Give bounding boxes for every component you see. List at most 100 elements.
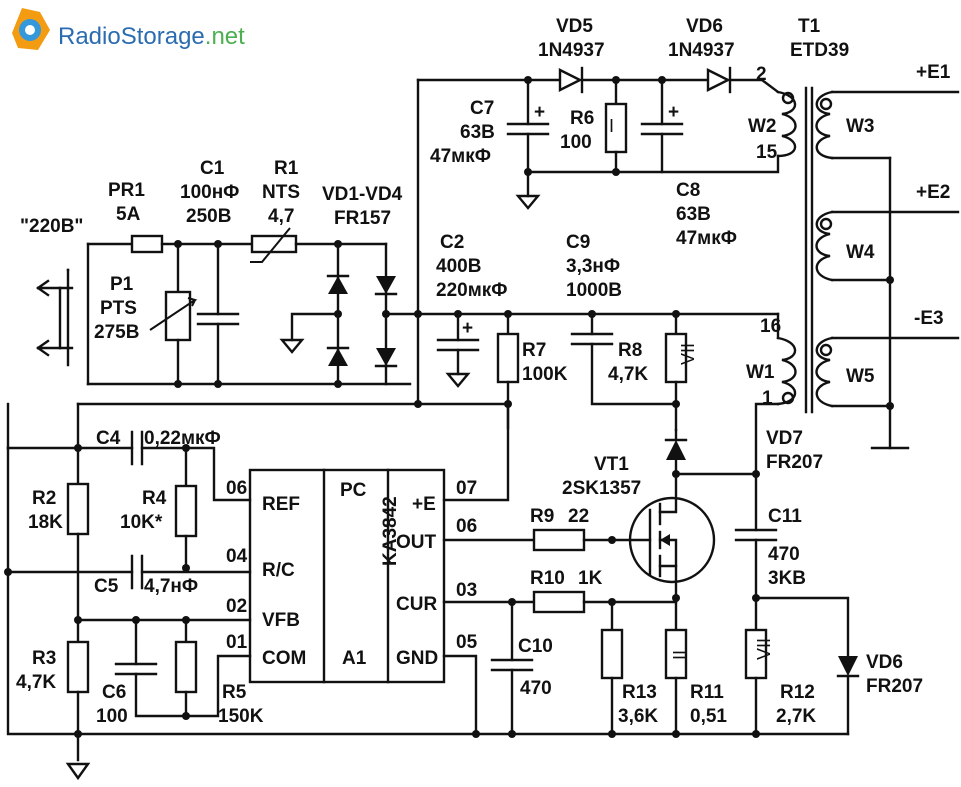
- c10-value: 470: [520, 678, 552, 699]
- pr1-value: 5A: [116, 204, 141, 225]
- r11-ref: R11: [690, 682, 724, 703]
- pin-out-label: OUT: [396, 532, 437, 553]
- r13-value: 3,6K: [618, 706, 658, 727]
- pin-vfb-number: 02: [226, 596, 247, 617]
- t1-pin-2: 2: [756, 64, 767, 85]
- c5-ref: C5: [94, 576, 119, 597]
- c4-value: 0,22мкФ: [144, 428, 221, 449]
- r2-ref: R2: [32, 488, 56, 509]
- pin-out-number: 06: [456, 516, 477, 537]
- svg-text:RadioStorage.net: RadioStorage.net: [58, 23, 245, 50]
- vd7-value: FR207: [766, 452, 823, 473]
- pin-gnd-number: 05: [456, 632, 478, 653]
- vd6-bot-ref: VD6: [866, 652, 903, 673]
- vd1-vd4-value: FR157: [334, 208, 391, 229]
- capacitor-c9: C9 3,3нФ 1000B: [566, 232, 678, 406]
- ic-header: PC: [340, 480, 367, 501]
- capacitor-c4: C4 0,22мкФ: [96, 428, 252, 502]
- svg-text:+: +: [534, 102, 545, 123]
- fuse-pr1: PR1 5A: [108, 180, 164, 254]
- c6-value: 100: [96, 706, 128, 727]
- ic-ref: A1: [342, 648, 367, 669]
- r10-ref: R10: [530, 568, 565, 589]
- resistor-r4: R4 10K*: [120, 446, 198, 570]
- c7-ref: C7: [470, 98, 494, 119]
- c2-value: 220мкФ: [436, 280, 507, 301]
- winding-w4: W4 +E2: [815, 182, 960, 282]
- vd6-top-ref: VD6: [686, 16, 723, 37]
- pin-ref-label: REF: [262, 494, 300, 515]
- pin-cur-number: 03: [456, 580, 477, 601]
- resistor-r10: R10 1K: [530, 568, 678, 614]
- r9-ref: R9: [530, 506, 554, 527]
- diode-vd6-top: VD6 1N4937: [668, 16, 735, 94]
- c9-voltage: 1000B: [566, 280, 622, 301]
- pr1-ref: PR1: [108, 180, 145, 201]
- w2-label: W2: [748, 116, 777, 137]
- r8-ref: R8: [618, 340, 642, 361]
- r5-value: 150K: [218, 706, 264, 727]
- winding-w3: W3 +E1: [815, 62, 960, 160]
- resistor-r9: R9 22: [530, 506, 614, 552]
- r12-ref: R12: [780, 682, 815, 703]
- vd5-value: 1N4937: [538, 40, 605, 61]
- ic-name: KA3842: [380, 496, 401, 566]
- resistor-r3: R3 4,7K: [16, 640, 91, 781]
- w1-label: W1: [746, 362, 775, 383]
- bridge-vd1-vd4: VD1-VD4 FR157: [279, 184, 403, 386]
- r4-ref: R4: [142, 488, 167, 509]
- r11-power: II: [670, 650, 690, 660]
- c2-ref: C2: [440, 232, 464, 253]
- c2-voltage: 400B: [436, 256, 481, 277]
- r7-ref: R7: [522, 340, 546, 361]
- output-e3: -E3: [914, 308, 944, 329]
- winding-w5: W5 -E3: [815, 308, 960, 408]
- t1-pin-15: 15: [756, 142, 778, 163]
- capacitor-c6: C6 100: [96, 618, 188, 727]
- p1-ref: P1: [110, 274, 134, 295]
- p1-type: PTS: [100, 298, 137, 319]
- varistor-p1: P1 PTS 275B: [94, 242, 198, 386]
- svg-text:+: +: [462, 318, 473, 339]
- w3-label: W3: [846, 116, 875, 137]
- mains-label: "220B": [20, 216, 83, 237]
- vd7-ref: VD7: [766, 428, 803, 449]
- vd6-bot-value: FR207: [866, 676, 923, 697]
- r2-value: 18K: [28, 512, 63, 533]
- logo-text-net: .net: [205, 23, 245, 50]
- c1-ref: C1: [200, 158, 225, 179]
- r10-value: 1K: [578, 568, 603, 589]
- resistor-r11: II R11 0,51: [664, 596, 727, 736]
- r6-ref: R6: [570, 108, 594, 129]
- t1-value: ETD39: [790, 40, 849, 61]
- capacitor-c7: + C7 63B 47мкФ: [430, 78, 550, 210]
- r8-power: VII: [678, 343, 698, 365]
- c7-value: 47мкФ: [430, 146, 491, 167]
- r3-value: 4,7K: [16, 672, 56, 693]
- r3-ref: R3: [32, 648, 56, 669]
- logo-text-storage: Storage: [121, 23, 205, 50]
- r12-power: VII: [754, 638, 774, 660]
- c9-value: 3,3нФ: [566, 256, 620, 277]
- mosfet-vt1: VT1 2SK1357: [562, 454, 716, 600]
- c7-voltage: 63B: [460, 122, 495, 143]
- c8-value: 47мкФ: [676, 228, 737, 249]
- transformer-t1: T1 ETD39 2 W2 15 16 W1 1 W: [746, 16, 960, 476]
- t1-pin-16: 16: [760, 316, 781, 337]
- resistor-r6: I R6 100: [560, 78, 628, 174]
- winding-w2: 2 W2 15: [748, 64, 797, 163]
- t1-pin-1: 1: [762, 388, 773, 409]
- r13-ref: R13: [622, 682, 657, 703]
- diode-vd7: VD7 FR207: [766, 428, 823, 473]
- capacitor-c8: + C8 63B 47мкФ: [640, 78, 737, 249]
- capacitor-c11: C11 470 3KB: [734, 472, 806, 632]
- r9-value: 22: [568, 506, 589, 527]
- c11-value: 470: [768, 544, 800, 565]
- pin-gnd-label: GND: [396, 648, 438, 669]
- c5-value: 4,7нФ: [144, 576, 198, 597]
- c11-voltage: 3KB: [768, 568, 806, 589]
- capacitor-c1: C1 100нФ 250B: [180, 158, 239, 386]
- w5-label: W5: [846, 366, 875, 387]
- r6-value: 100: [560, 132, 592, 153]
